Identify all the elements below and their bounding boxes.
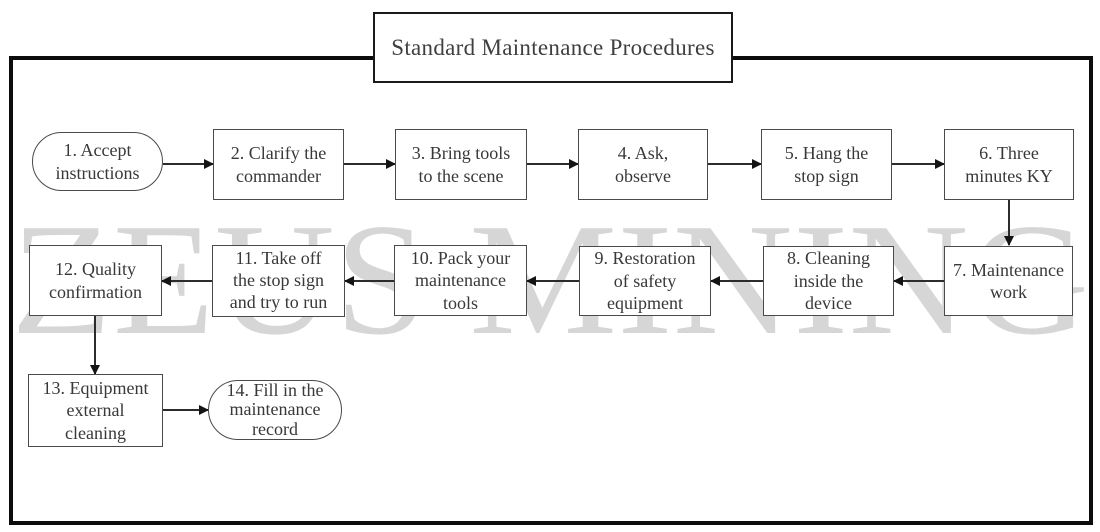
arrow-11-12 (161, 276, 212, 285)
arrow-8-9 (710, 276, 763, 285)
node-2-clarify-commander: 2. Clarify the commander (213, 129, 344, 200)
node-11-take-off-stop-sign: 11. Take off the stop sign and try to ru… (212, 245, 345, 317)
node-10-pack-tools: 10. Pack your maintenance tools (394, 245, 527, 316)
node-1-accept-instructions: 1. Accept instructions (32, 132, 163, 191)
arrow-1-2 (163, 159, 214, 168)
arrow-3-4 (527, 159, 579, 168)
node-8-cleaning-inside-device: 8. Cleaning inside the device (763, 246, 894, 316)
node-14-fill-record: 14. Fill in the maintenance record (208, 380, 342, 440)
node-12-quality-confirmation: 12. Quality confirmation (29, 245, 162, 316)
arrow-5-6 (892, 159, 945, 168)
node-3-bring-tools: 3. Bring tools to the scene (395, 129, 527, 200)
node-4-ask-observe: 4. Ask, observe (578, 129, 708, 200)
arrow-4-5 (708, 159, 762, 168)
arrow-7-8 (893, 276, 944, 285)
arrow-12-13 (90, 316, 99, 375)
node-6-three-minutes-ky: 6. Three minutes KY (944, 129, 1074, 200)
arrow-6-7 (1004, 200, 1013, 246)
watermark-text: ZEUS MINING (11, 190, 1089, 368)
arrow-13-14 (163, 405, 209, 414)
node-5-hang-stop-sign: 5. Hang the stop sign (761, 129, 892, 200)
title-box: Standard Maintenance Procedures (373, 12, 733, 83)
arrow-9-10 (526, 276, 579, 285)
page-title: Standard Maintenance Procedures (391, 34, 715, 60)
node-7-maintenance-work: 7. Maintenance work (944, 246, 1073, 316)
node-13-external-cleaning: 13. Equipment external cleaning (28, 374, 163, 447)
outer-frame (9, 56, 1093, 525)
arrow-2-3 (344, 159, 396, 168)
arrow-10-11 (344, 276, 394, 285)
node-9-restoration-safety: 9. Restoration of safety equipment (579, 246, 711, 316)
